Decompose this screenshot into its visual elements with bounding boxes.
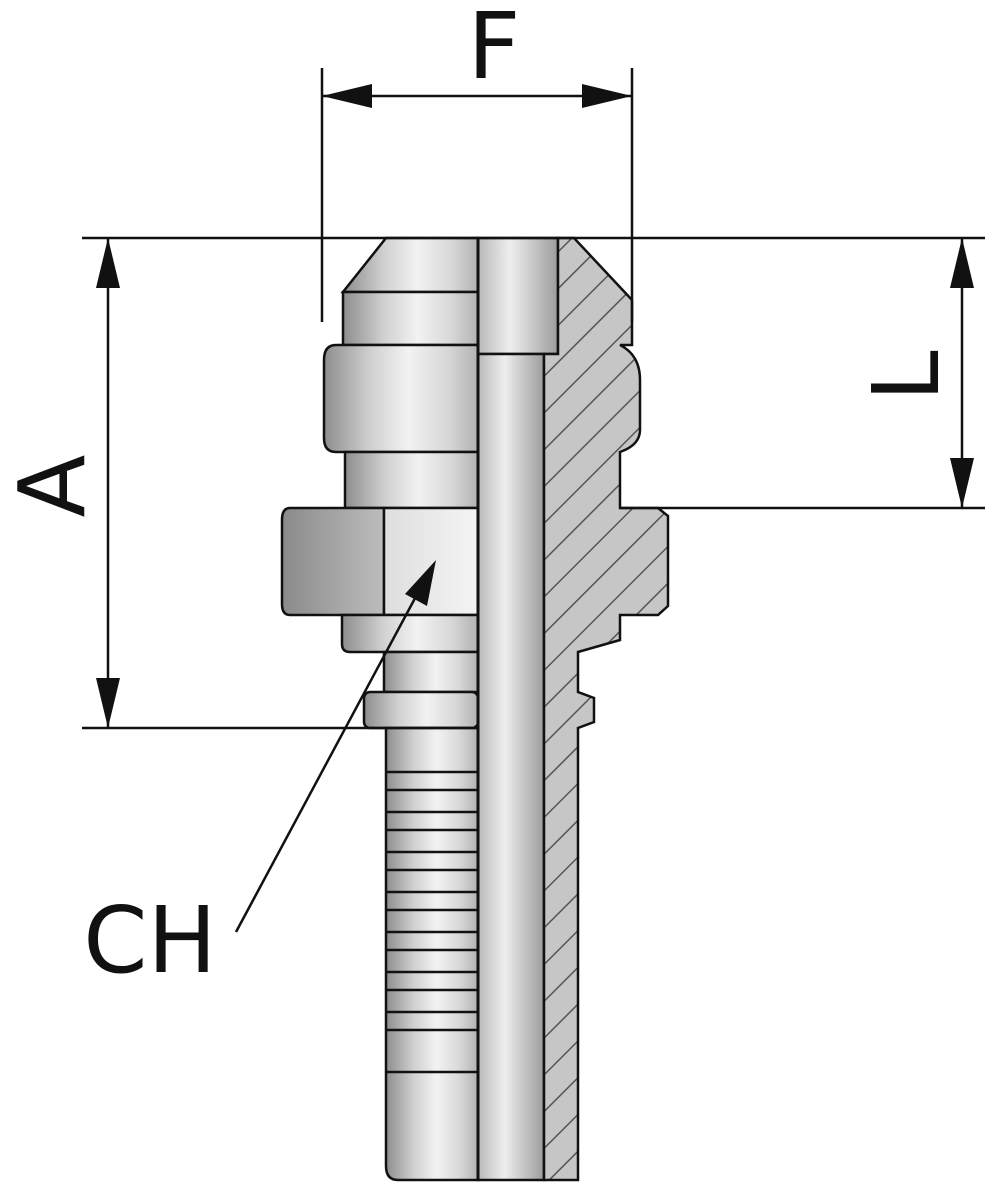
hose-barbs bbox=[386, 770, 478, 1074]
hex-nut-left-face bbox=[280, 506, 386, 617]
hex-nut-right-face bbox=[382, 506, 480, 617]
dimension-label-l: L bbox=[853, 350, 960, 401]
shoulder-ring bbox=[322, 343, 480, 454]
fitting-external-half bbox=[280, 236, 480, 1182]
upper-collar bbox=[341, 290, 480, 347]
hose-tail bbox=[384, 726, 480, 1182]
lower-collar bbox=[340, 613, 480, 654]
dimension-arrowheads bbox=[96, 84, 974, 728]
section-hatched-wall bbox=[542, 236, 670, 1182]
groove bbox=[382, 650, 480, 694]
dimension-label-ch: CH bbox=[83, 887, 216, 994]
dimension-label-a: A bbox=[0, 454, 106, 517]
dimension-label-f: F bbox=[468, 0, 521, 100]
stop-ring bbox=[362, 690, 480, 730]
neck bbox=[343, 450, 480, 510]
nose-cone bbox=[340, 236, 480, 294]
